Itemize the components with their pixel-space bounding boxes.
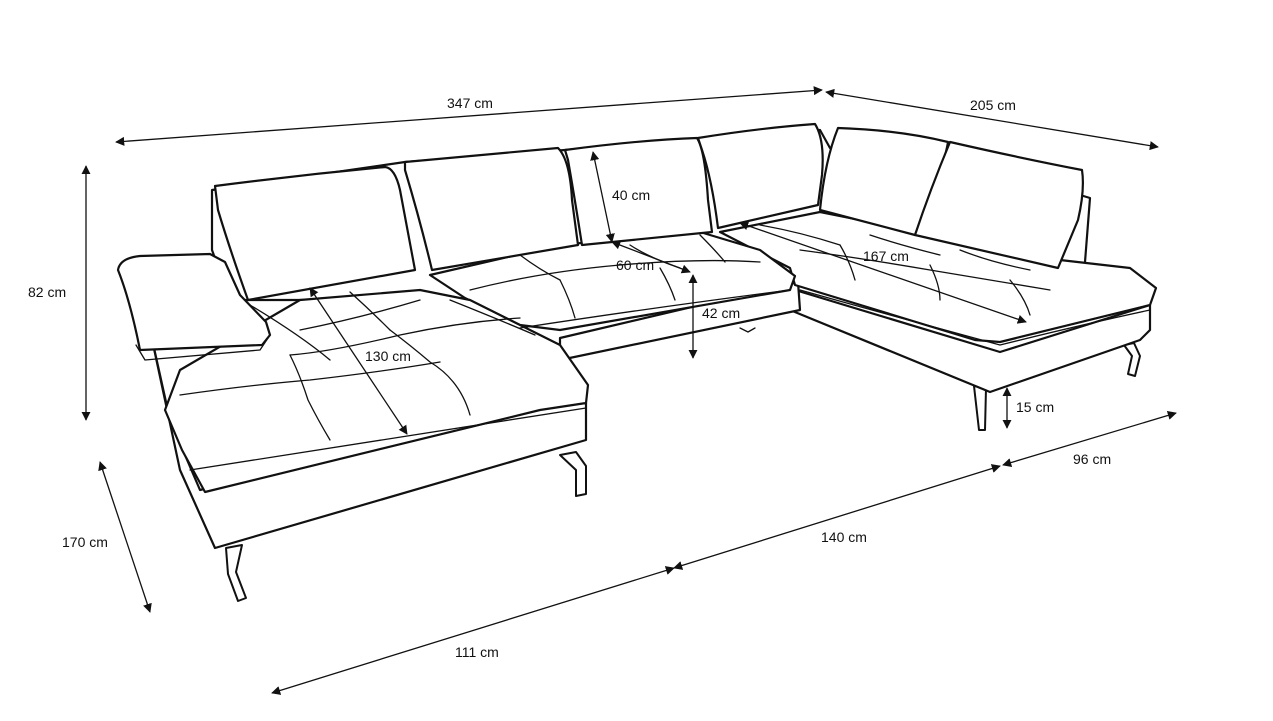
label-40: 40 cm [612,187,650,203]
label-60: 60 cm [616,257,654,273]
cushion-1 [213,165,417,302]
mechanism-handle [739,327,756,333]
right-rear-leg [1123,342,1141,377]
dim-130-line [309,287,408,435]
label-170: 170 cm [62,534,108,550]
label-111: 111 cm [455,644,499,660]
sofa-drawing [116,122,1158,602]
dim-167-line [739,221,1027,324]
cushion-2 [403,146,580,272]
dim-170-line [98,461,152,613]
dim-111-line [271,566,675,695]
label-15: 15 cm [1016,399,1054,415]
left-rear-leg [559,451,587,497]
label-96: 96 cm [1073,451,1111,467]
left-skirt-line [189,407,587,471]
label-82: 82 cm [28,284,66,300]
dim-140-line [673,464,1001,570]
left-front-leg [225,544,247,602]
dimension-labels: 347 cm 205 cm 82 cm 170 cm 40 cm 60 cm 4… [28,95,1111,660]
dim-96-line [1002,411,1177,467]
dim-40-line [590,151,615,243]
armrest-edge [135,334,271,361]
dim-205-line [825,88,1159,151]
label-347: 347 cm [447,95,493,111]
dimension-lines [81,86,1177,695]
dim-347-line [115,86,823,146]
left-armrest [116,252,272,352]
label-42: 42 cm [702,305,740,321]
right-front-leg [973,385,987,431]
label-140: 140 cm [821,529,867,545]
label-130: 130 cm [365,348,411,364]
dim-60-line [611,240,691,274]
label-205: 205 cm [970,97,1016,113]
label-167: 167 cm [863,248,909,264]
